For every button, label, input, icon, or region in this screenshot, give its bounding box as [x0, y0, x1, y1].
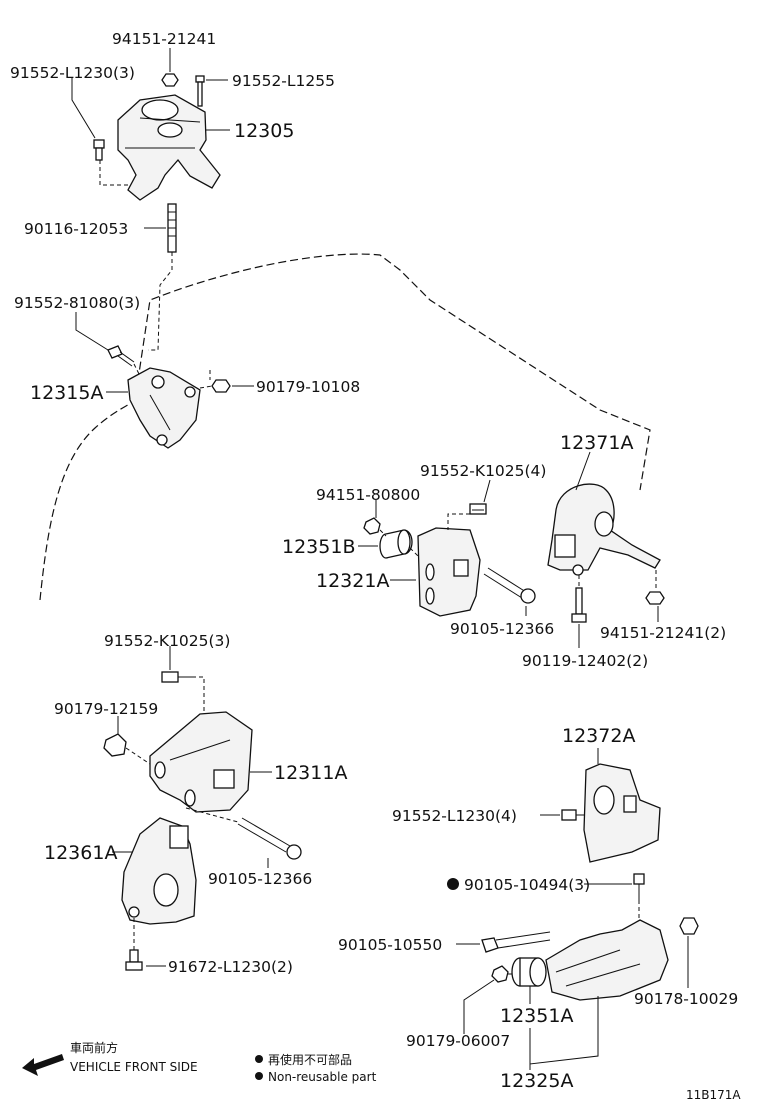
- part-12351B-bushing: [379, 529, 413, 559]
- label-12351A: 12351A: [500, 1005, 573, 1027]
- label-12311A: 12311A: [274, 762, 347, 784]
- label-90179-06007: 90179-06007: [406, 1032, 510, 1050]
- label-90179-10108: 90179-10108: [256, 378, 360, 396]
- nonreusable-bullet-icon-2: [255, 1072, 263, 1080]
- label-90105-12366-right: 90105-12366: [450, 620, 554, 638]
- bolt-91552-K1025-3: [161, 671, 192, 683]
- nut-90178-10029: [679, 917, 699, 935]
- bolt-91552-L1255: [195, 75, 205, 107]
- bolt-90105-10550: [481, 931, 551, 953]
- label-90119-12402-2: 90119-12402(2): [522, 652, 648, 670]
- nut-90179-06007: [491, 965, 509, 983]
- nonreusable-bullet-icon: [255, 1055, 263, 1063]
- part-12325A-bracket: [545, 919, 669, 1001]
- legend-nonreusable-en: Non-reusable part: [268, 1070, 377, 1084]
- label-91552-L1230-3: 91552-L1230(3): [10, 64, 135, 82]
- bolt-90105-12366-left: [237, 817, 302, 860]
- label-90105-10550: 90105-10550: [338, 936, 442, 954]
- label-91552-L1255: 91552-L1255: [232, 72, 335, 90]
- label-90179-12159: 90179-12159: [54, 700, 158, 718]
- legend-direction-en: VEHICLE FRONT SIDE: [70, 1060, 198, 1074]
- part-12305-bracket: [117, 94, 221, 201]
- part-12321A-bracket: [417, 527, 481, 617]
- front-direction-arrow-icon: [22, 1054, 64, 1076]
- nut-90179-10108: [211, 379, 231, 393]
- nut-94151-21241-right: [645, 591, 665, 605]
- bolt-90119-12402: [571, 587, 587, 623]
- part-12372A-mount: [583, 763, 661, 863]
- legend-nonreusable-jp: 再使用不可部品: [268, 1052, 352, 1067]
- nonreusable-marker-90105-10494: [447, 878, 459, 890]
- part-12361A-mount: [121, 817, 197, 925]
- legend-direction-jp: 車両前方: [70, 1040, 118, 1055]
- label-94151-21241-2: 94151-21241(2): [600, 624, 726, 642]
- label-91552-81080-3: 91552-81080(3): [14, 294, 140, 312]
- label-12361A: 12361A: [44, 842, 117, 864]
- nut-94151-21241-top: [161, 73, 179, 87]
- label-94151-80800: 94151-80800: [316, 486, 420, 504]
- label-91552-K1025-4: 91552-K1025(4): [420, 462, 546, 480]
- label-12371A: 12371A: [560, 432, 633, 454]
- bolt-91552-81080: [107, 345, 135, 367]
- label-91552-K1025-3: 91552-K1025(3): [104, 632, 230, 650]
- figure-code: 11B171A: [686, 1088, 741, 1102]
- part-12311A-bracket: [149, 711, 253, 813]
- label-12321A: 12321A: [316, 570, 389, 592]
- label-91672-L1230-2: 91672-L1230(2): [168, 958, 293, 976]
- part-12351A-bushing: [511, 957, 547, 987]
- bolt-90105-10494: [633, 873, 645, 900]
- label-12372A: 12372A: [562, 725, 635, 747]
- label-91552-L1230-4: 91552-L1230(4): [392, 807, 517, 825]
- nut-90179-12159: [103, 733, 127, 757]
- label-12325A: 12325A: [500, 1070, 573, 1092]
- label-12351B: 12351B: [282, 536, 355, 558]
- label-12315A: 12315A: [30, 382, 103, 404]
- label-12305: 12305: [234, 120, 294, 142]
- part-12315A-bracket: [127, 367, 201, 449]
- bolt-91672-L1230: [125, 949, 143, 971]
- part-12371A-mount: [547, 483, 661, 576]
- label-90105-10494-3: 90105-10494(3): [464, 876, 590, 894]
- bolt-90105-12366-right: [483, 567, 536, 604]
- label-90178-10029: 90178-10029: [634, 990, 738, 1008]
- bolt-91552-L1230-4: [561, 809, 584, 821]
- bolt-91552-K1025-4: [469, 503, 487, 515]
- label-94151-21241-top: 94151-21241: [112, 30, 216, 48]
- label-90116-12053: 90116-12053: [24, 220, 128, 238]
- label-90105-12366-left: 90105-12366: [208, 870, 312, 888]
- nut-94151-80800: [363, 517, 381, 535]
- stud-90116-12053: [167, 203, 177, 253]
- bolt-91552-L1230-top: [93, 139, 105, 161]
